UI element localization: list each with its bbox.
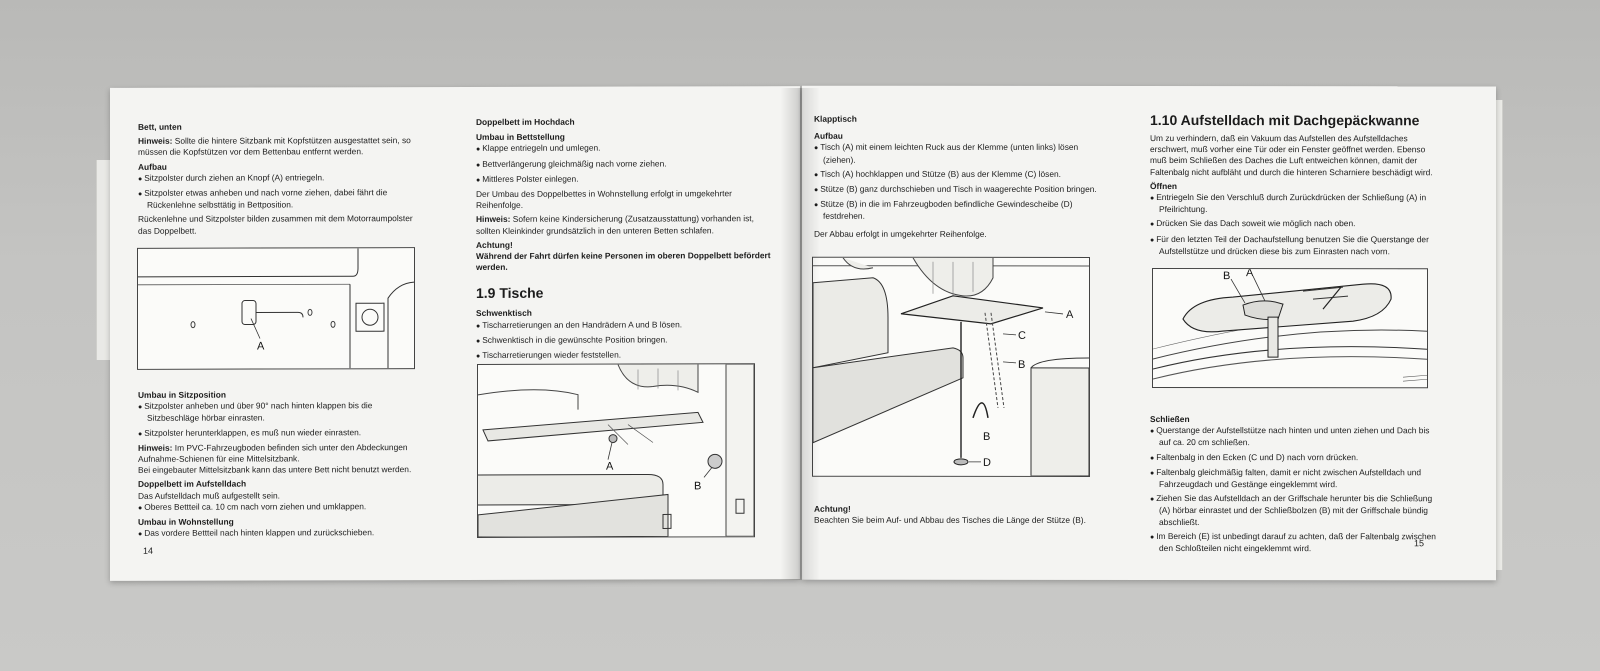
list-item: Stütze (B) in die im Fahrzeugboden befin…	[814, 199, 1100, 223]
list-item: Sitzpolster durch ziehen an Knopf (A) en…	[138, 172, 418, 185]
list-item: Das vordere Bettteil nach hinten klappen…	[138, 527, 418, 540]
left-page: Bett, unten Hinweis: Sollte die hintere …	[110, 86, 800, 581]
abbau-note: Der Abbau erfolgt in umgekehrter Reihenf…	[814, 228, 987, 239]
list-item: Faltenbalg gleichmäßig falten, damit er …	[1150, 467, 1442, 491]
right-column-1-lower: Achtung! Beachten Sie beim Auf- und Abba…	[814, 504, 1100, 530]
achtung-heading: Achtung!	[476, 239, 513, 250]
list-item: Entriegeln Sie den Verschluß durch Zurüc…	[1150, 192, 1442, 216]
left-column-1: Bett, unten Hinweis: Sollte die hintere …	[138, 121, 418, 240]
right-column-1: Klapptisch Aufbau Tisch (A) mit einem le…	[814, 114, 1100, 243]
list-item: Drücken Sie das Dach soweit wie möglich …	[1150, 218, 1442, 230]
hinweis2-paragraph: Hinweis: Im PVC-Fahrzeugboden befinden s…	[138, 441, 408, 464]
list-item: Faltenbalg in den Ecken (C und D) nach v…	[1150, 452, 1442, 464]
list-item: Bettverlängerung gleichmäßig nach vorne …	[476, 158, 778, 171]
page-stack-right-edge	[1492, 100, 1503, 570]
page-number-right: 15	[1414, 538, 1425, 549]
intro-paragraph: Um zu verhindern, daß ein Vakuum das Auf…	[1150, 133, 1433, 177]
list-item: Sitzpolster herunterklappen, es muß nun …	[138, 427, 418, 440]
oeffnen-heading: Öffnen	[1150, 180, 1177, 191]
list-item: Tischarretierungen an den Handrädern A u…	[476, 319, 778, 332]
figure-label-a: A	[257, 340, 265, 352]
list-item: Querstange der Aufstellstütze nach hinte…	[1150, 425, 1442, 449]
list-item: Mittleres Polster einlegen.	[476, 173, 778, 186]
bett-unten-title: Bett, unten	[138, 121, 182, 132]
list-item: Tischarretierungen wieder feststellen.	[476, 349, 778, 362]
figure-label-b: B	[694, 480, 701, 492]
figure-label-b: B	[1018, 359, 1025, 371]
roof-latch-figure: B A	[1152, 268, 1428, 389]
list-item: Ziehen Sie das Aufstelldach an der Griff…	[1150, 493, 1442, 528]
list-item: Im Bereich (E) ist unbedingt darauf zu a…	[1150, 531, 1442, 555]
hinweis-paragraph: Hinweis: Sofern keine Kindersicherung (Z…	[476, 213, 754, 236]
list-item: Tisch (A) hochklappen und Stütze (B) aus…	[814, 169, 1100, 181]
left-column-2: Doppelbett im Hochdach Umbau in Bettstel…	[476, 116, 778, 365]
figure-label-a: A	[1066, 309, 1074, 321]
page-number-left: 14	[143, 545, 154, 556]
list-item: Tisch (A) mit einem leichten Ruck aus de…	[814, 142, 1100, 166]
bettstellung-heading: Umbau in Bettstellung	[476, 131, 565, 143]
umbau-note: Der Umbau des Doppelbettes in Wohnstellu…	[476, 188, 732, 211]
achtung-text: Beachten Sie beim Auf- und Abbau des Tis…	[814, 514, 1086, 526]
bed-latch-figure: A	[137, 247, 415, 370]
list-item: Sitzpolster anheben und über 90° nach hi…	[138, 400, 418, 424]
achtung-heading: Achtung!	[814, 503, 851, 514]
left-column-1-lower: Umbau in Sitzposition Sitzpolster anhebe…	[138, 389, 418, 543]
list-item: Schwenktisch in die gewünschte Position …	[476, 334, 778, 347]
section-title-tische: 1.9 Tische	[476, 285, 544, 302]
list-item: Für den letzten Teil der Dachaufstellung…	[1150, 234, 1442, 258]
list-item: Sitzpolster etwas anheben und nach vorne…	[138, 187, 418, 211]
hochdach-title: Doppelbett im Hochdach	[476, 116, 575, 127]
figure-label-b-lower: B	[983, 431, 990, 443]
figure-label-a: A	[1246, 269, 1254, 279]
achtung-text: Während der Fahrt dürfen keine Personen …	[476, 250, 771, 273]
list-item: Oberes Bettteil ca. 10 cm nach vorn zieh…	[138, 501, 418, 514]
wohnstellung-heading: Umbau in Wohnstellung	[138, 516, 234, 527]
swivel-table-figure: A B	[477, 363, 755, 538]
figure-label-b: B	[1223, 270, 1230, 282]
schliessen-heading: Schließen	[1150, 414, 1190, 425]
klapptisch-title: Klapptisch	[814, 113, 857, 124]
folding-table-figure: A C B B D	[812, 256, 1090, 477]
doppelbett-text: Das Aufstelldach muß aufgestellt sein.	[138, 490, 280, 501]
aufbau-note: Rückenlehne und Sitzpolster bilden zusam…	[138, 213, 413, 236]
right-page: Klapptisch Aufbau Tisch (A) mit einem le…	[802, 85, 1496, 581]
figure-label-c: C	[1018, 330, 1026, 342]
right-column-2-lower: Schließen Querstange der Aufstellstütze …	[1150, 414, 1442, 557]
hinweis-paragraph: Hinweis: Sollte die hintere Sitzbank mit…	[138, 135, 411, 158]
aufbau-heading: Aufbau	[814, 130, 843, 141]
list-item: Klappe entriegeln und umlegen.	[476, 143, 778, 156]
figure-label-d: D	[983, 457, 991, 469]
sitzposition-heading: Umbau in Sitzposition	[138, 389, 226, 400]
section-title-aufstelldach: 1.10 Aufstelldach mit Dachgepäckwanne	[1150, 112, 1420, 129]
figure-label-a: A	[606, 461, 614, 473]
right-column-2: 1.10 Aufstelldach mit Dachgepäckwanne Um…	[1150, 112, 1442, 260]
list-item: Stütze (B) ganz durchschieben und Tisch …	[814, 184, 1100, 196]
schwenktisch-heading: Schwenktisch	[476, 308, 532, 319]
hinweis2-note: Bei eingebauter Mittelsitzbank kann das …	[138, 464, 412, 476]
aufbau-heading: Aufbau	[138, 161, 167, 172]
doppelbett-aufstelldach-heading: Doppelbett im Aufstelldach	[138, 478, 247, 490]
